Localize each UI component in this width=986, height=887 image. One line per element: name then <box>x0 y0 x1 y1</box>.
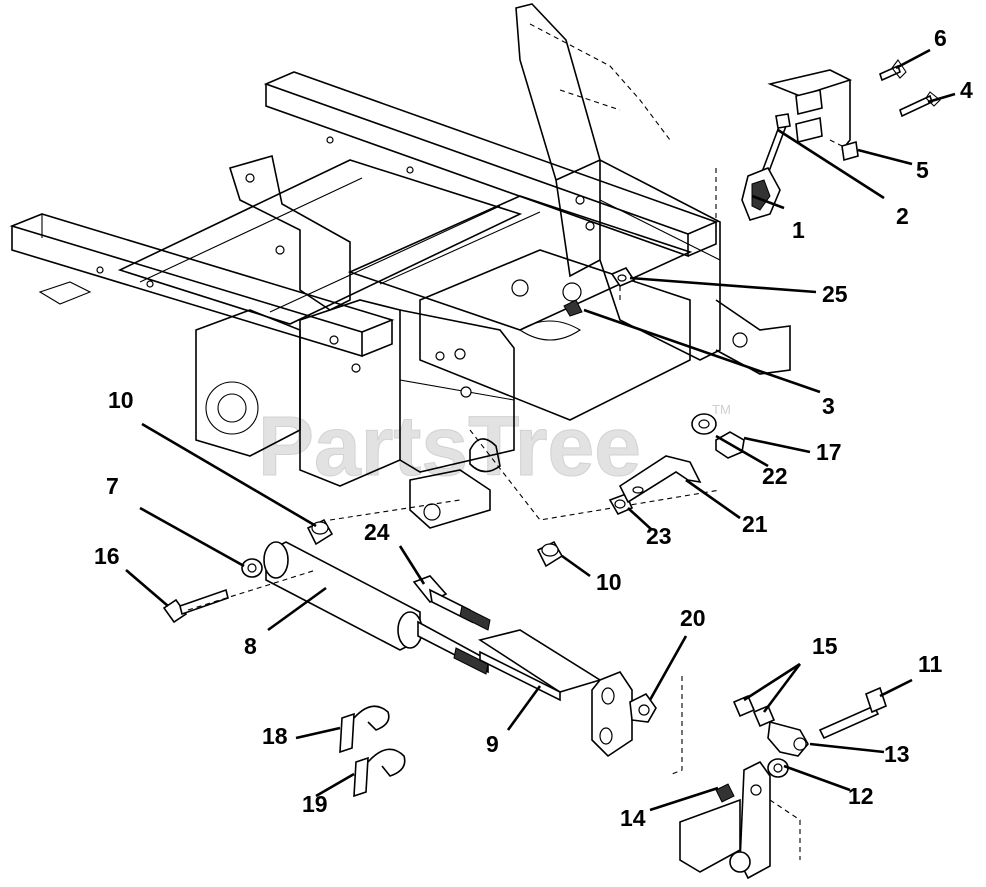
hair-pin-clips <box>339 705 406 798</box>
watermark-trademark: TM <box>712 402 731 417</box>
callout-5: 5 <box>916 157 929 183</box>
lower-linkage <box>671 676 887 880</box>
lift-handle-assembly <box>715 59 941 232</box>
callout-1: 1 <box>792 217 805 243</box>
callout-12: 12 <box>848 783 874 809</box>
callout-9: 9 <box>486 731 499 757</box>
callout-10b: 10 <box>596 569 622 595</box>
callout-21: 21 <box>742 511 768 537</box>
callout-10a: 10 <box>108 387 134 413</box>
callout-22: 22 <box>762 463 788 489</box>
callout-17: 17 <box>816 439 842 465</box>
leader-lines <box>125 48 956 812</box>
callout-20: 20 <box>680 605 706 631</box>
callout-19: 19 <box>302 791 328 817</box>
callout-11: 11 <box>918 651 943 677</box>
cylinder-assembly <box>162 518 657 758</box>
callout-6: 6 <box>934 25 947 51</box>
callout-14: 14 <box>620 805 646 831</box>
right-hardware <box>563 267 745 516</box>
watermark-text: PartsTree <box>258 399 641 493</box>
callout-25: 25 <box>822 281 848 307</box>
callout-16: 16 <box>94 543 120 569</box>
callout-24: 24 <box>364 519 390 545</box>
callout-2: 2 <box>896 203 909 229</box>
callout-4: 4 <box>960 77 973 103</box>
callout-18: 18 <box>262 723 288 749</box>
callout-labels: 1 2 3 4 5 6 7 8 9 10 10 11 12 13 14 15 1… <box>94 25 973 831</box>
watermark: PartsTree TM <box>258 399 731 494</box>
callout-3: 3 <box>822 393 835 419</box>
callout-13: 13 <box>884 741 910 767</box>
frame-assembly <box>9 3 791 529</box>
callout-15: 15 <box>812 633 838 659</box>
callout-23: 23 <box>646 523 672 549</box>
callout-8: 8 <box>244 633 257 659</box>
callout-7: 7 <box>106 473 119 499</box>
